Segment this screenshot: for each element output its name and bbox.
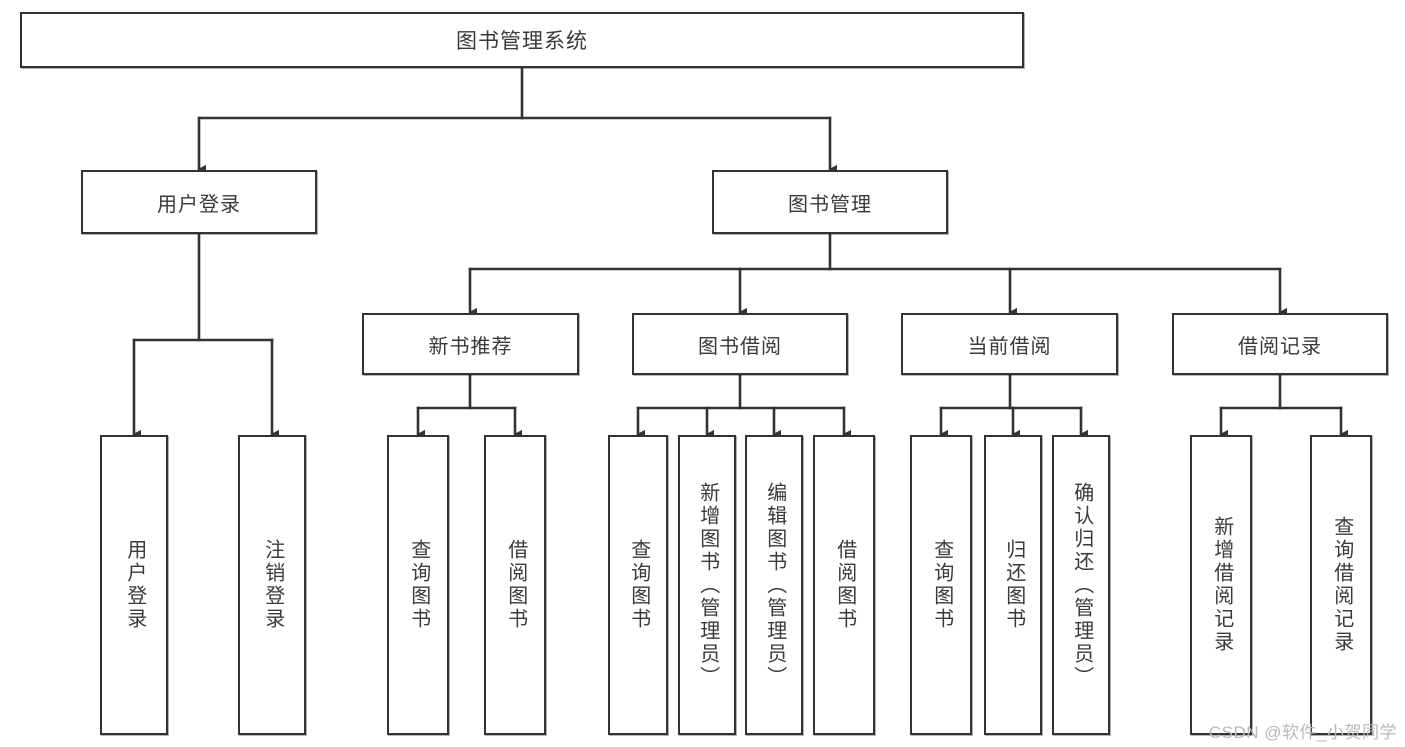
node-label: 归还图书 [1002, 539, 1025, 631]
node-level3-l3-3[interactable]: 借阅记录 [1172, 313, 1388, 375]
node-leaf-leaf-1[interactable]: 注销登录 [238, 435, 306, 735]
node-leaf-leaf-0[interactable]: 用户登录 [100, 435, 168, 735]
node-label: 新增借阅记录 [1210, 516, 1233, 654]
node-label: 查询图书 [627, 539, 650, 631]
node-label: 用户登录 [123, 539, 146, 631]
node-leaf-leaf-9[interactable]: 归还图书 [984, 435, 1042, 735]
node-label: 新书推荐 [428, 335, 513, 358]
node-label: 借阅图书 [833, 539, 856, 631]
node-leaf-leaf-8[interactable]: 查询图书 [910, 435, 972, 735]
node-leaf-leaf-11[interactable]: 新增借阅记录 [1190, 435, 1252, 735]
node-level3-l3-0[interactable]: 新书推荐 [362, 313, 579, 375]
node-level2-l2-0[interactable]: 用户登录 [81, 170, 317, 234]
node-leaf-leaf-7[interactable]: 借阅图书 [813, 435, 875, 735]
node-root-root[interactable]: 图书管理系统 [20, 12, 1024, 68]
node-label: 图书管理系统 [456, 30, 588, 53]
node-label: 新增图书（管理员） [696, 481, 719, 689]
node-label: 注销登录 [261, 539, 284, 631]
node-leaf-leaf-5[interactable]: 新增图书（管理员） [678, 435, 736, 735]
node-label: 查询借阅记录 [1330, 516, 1353, 654]
node-label: 确认归还（管理员） [1070, 481, 1093, 689]
node-label: 当前借阅 [967, 335, 1052, 358]
node-level2-l2-1[interactable]: 图书管理 [712, 170, 948, 234]
node-leaf-leaf-6[interactable]: 编辑图书（管理员） [745, 435, 803, 735]
node-label: 借阅记录 [1238, 335, 1322, 358]
node-level3-l3-1[interactable]: 图书借阅 [632, 313, 848, 375]
node-leaf-leaf-4[interactable]: 查询图书 [608, 435, 668, 735]
node-leaf-leaf-2[interactable]: 查询图书 [387, 435, 449, 735]
node-label: 用户登录 [157, 193, 241, 216]
node-label: 编辑图书（管理员） [763, 481, 786, 689]
node-label: 图书管理 [788, 193, 872, 216]
node-label: 图书借阅 [698, 335, 782, 358]
node-leaf-leaf-12[interactable]: 查询借阅记录 [1310, 435, 1372, 735]
node-label: 查询图书 [407, 539, 430, 631]
node-leaf-leaf-3[interactable]: 借阅图书 [484, 435, 546, 735]
node-level3-l3-2[interactable]: 当前借阅 [901, 313, 1118, 375]
node-label: 借阅图书 [504, 539, 527, 631]
node-leaf-leaf-10[interactable]: 确认归还（管理员） [1052, 435, 1110, 735]
node-label: 查询图书 [930, 539, 953, 631]
